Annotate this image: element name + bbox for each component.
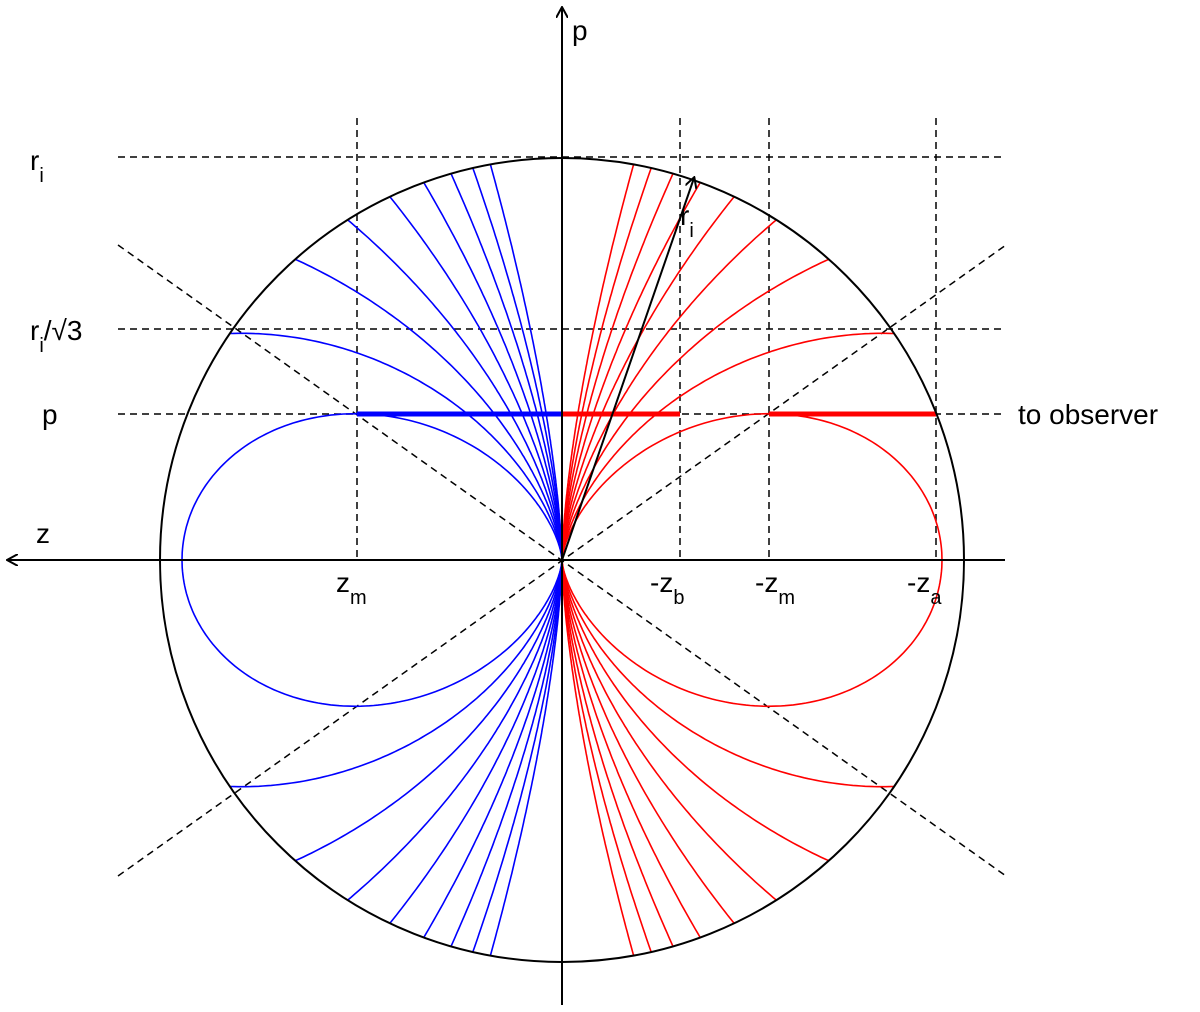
to-observer-label: to observer xyxy=(1018,399,1158,430)
blue-field-line xyxy=(294,258,563,560)
blue-field-line xyxy=(450,173,563,560)
red-field-line xyxy=(561,560,674,947)
z-axis-label: z xyxy=(36,518,50,549)
blue-field-line xyxy=(450,560,563,947)
r-i-label: ri xyxy=(30,145,44,187)
blue-field-line xyxy=(423,182,563,560)
radius-arrow xyxy=(561,178,694,561)
neg-z-m-label: -zm xyxy=(755,567,795,609)
blue-field-line xyxy=(423,560,563,938)
red-field-line xyxy=(561,560,652,953)
red-field-line xyxy=(561,560,895,788)
p-axis-label: p xyxy=(572,15,588,46)
blue-field-line xyxy=(472,167,563,560)
r-i-arrow-label: ri xyxy=(680,200,694,242)
blue-field-line xyxy=(229,560,563,788)
red-field-line xyxy=(561,560,701,938)
blue-field-line xyxy=(472,560,563,953)
red-field-line xyxy=(561,258,830,560)
neg-z-b-label: -zb xyxy=(650,567,684,609)
red-field-line xyxy=(561,173,674,560)
red-field-line xyxy=(561,167,652,560)
neg-z-a-label: -za xyxy=(907,567,942,609)
z-m-label: zm xyxy=(336,567,367,609)
blue-field-line xyxy=(294,560,563,862)
r-i-sqrt3-label: ri/√3 xyxy=(30,315,83,357)
p-level-label: p xyxy=(42,399,58,430)
